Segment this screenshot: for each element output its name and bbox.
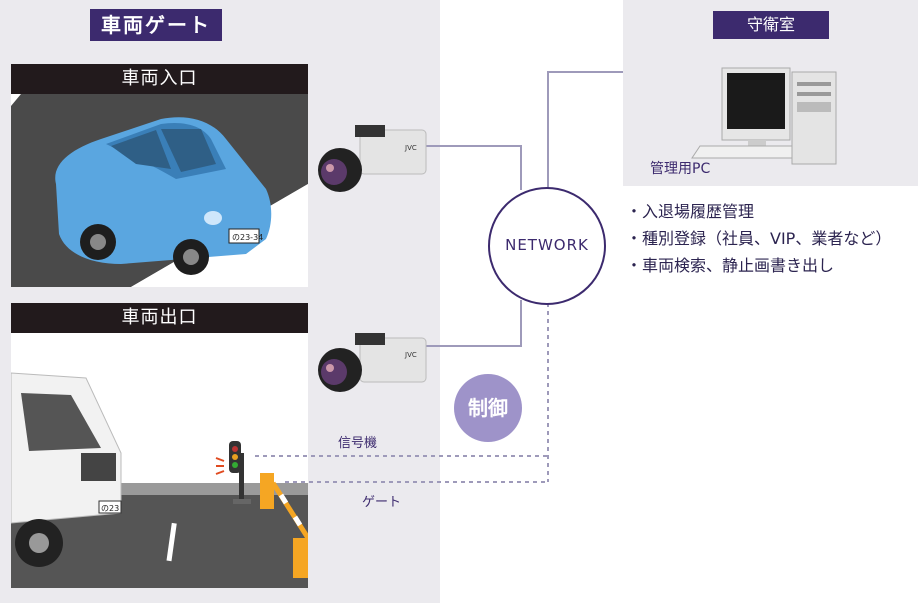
blue-car-icon: の23-34 [55,117,272,275]
gate-barrier-icon [260,473,308,578]
exit-illustration: の23 [11,372,308,588]
signal-label: 信号機 [338,436,378,451]
vehicle-gate-title: 車両ゲート [90,9,222,41]
entry-illustration: の23-34 [11,94,308,287]
feature-list: ・入退場履歴管理 ・種別登録（社員、VIP、業者など） ・車両検索、静止画書き出… [626,198,891,279]
network-label: NETWORK [505,236,589,254]
camera2-line [380,300,522,347]
camera1-line [380,145,522,190]
exit-scene: の23 [11,333,308,588]
pc-label: 管理用PC [650,161,711,177]
feature-item: ・種別登録（社員、VIP、業者など） [626,229,892,248]
exit-plate-text: の23 [101,504,119,513]
truck-icon: の23 [11,372,122,567]
entry-scene: の23-34 [11,94,308,287]
guard-room-title: 守衛室 [713,11,829,39]
traffic-light-icon [215,441,251,504]
entry-plate-text: の23-34 [232,233,263,242]
camera-icon-exit: JVC [318,333,427,392]
control-badge: 制御 [454,374,522,442]
pc-line [547,71,623,190]
feature-item: ・車両検索、静止画書き出し [626,256,835,275]
management-pc-icon [691,67,837,165]
camera-icon-entry: JVC [318,125,427,192]
svg-text:JVC: JVC [404,144,417,152]
network-circle [488,187,606,305]
gate-label: ゲート [362,495,402,510]
feature-item: ・入退場履歴管理 [626,202,755,221]
svg-text:JVC: JVC [404,351,417,359]
exit-title: 車両出口 [11,303,308,333]
entry-title: 車両入口 [11,64,308,94]
